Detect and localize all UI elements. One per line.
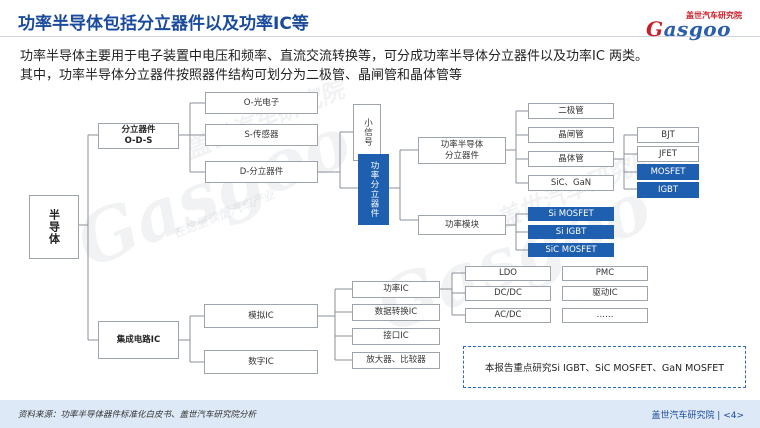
node-driver-ic: 驱动IC (562, 286, 648, 301)
node-ellipsis: …… (562, 308, 648, 323)
node-thyristor: 晶闸管 (528, 127, 614, 143)
node-integrated-circuit: 集成电路IC (98, 321, 179, 359)
node-amplifier-comparator: 放大器、比较器 (352, 352, 440, 369)
node-d-discrete: D-分立器件 (205, 161, 318, 183)
gasgoo-logo: 盖世汽车研究院 Gasgoo (640, 10, 748, 41)
intro-text: 功率半导体主要用于电子装置中电压和频率、直流交流转换等，可分成功率半导体分立器件… (20, 47, 750, 85)
node-power-ic: 功率IC (352, 281, 440, 298)
node-power-discrete: 功率分立器件 (358, 154, 389, 225)
node-semiconductor: 半导体 (29, 195, 79, 259)
logo-caption: 盖世汽车研究院 (686, 11, 742, 20)
intro-line-1: 功率半导体主要用于电子装置中电压和频率、直流交流转换等，可分成功率半导体分立器件… (20, 49, 649, 64)
footer-bar: 资料来源：功率半导体器件标准化白皮书、盖世汽车研究院分析 盖世汽车研究院 | <… (0, 400, 760, 428)
node-si-mosfet: Si MOSFET (528, 207, 614, 221)
node-ldo: LDO (465, 266, 551, 281)
node-pmc: PMC (562, 266, 648, 281)
node-sic-gan: SiC、GaN (528, 175, 614, 191)
node-power-module: 功率模块 (418, 215, 506, 235)
node-digital-ic: 数字IC (204, 350, 318, 374)
node-si-igbt: Si IGBT (528, 225, 614, 239)
node-transistor: 晶体管 (528, 151, 614, 167)
tree-connectors (79, 102, 637, 363)
page-title: 功率半导体包括分立器件以及功率IC等 (18, 14, 309, 34)
node-interface-ic: 接口IC (352, 328, 440, 345)
node-mosfet: MOSFET (637, 164, 699, 180)
node-optoelectronic: O-光电子 (205, 92, 318, 114)
page-number: 盖世汽车研究院 | <4> (651, 411, 744, 421)
intro-line-2: 其中，功率半导体分立器件按照器件结构可划分为二极管、晶闸管和晶体管等 (20, 68, 463, 83)
node-data-converter-ic: 数据转换IC (352, 304, 440, 321)
source-note: 资料来源：功率半导体器件标准化白皮书、盖世汽车研究院分析 (18, 410, 257, 420)
node-power-semi-discrete: 功率半导体 分立器件 (418, 137, 506, 164)
title-divider (0, 36, 760, 37)
node-analog-ic: 模拟IC (204, 304, 318, 328)
node-sensor: S-传感器 (205, 124, 318, 146)
node-small-signal: 小信号 (353, 104, 381, 161)
node-bjt: BJT (637, 127, 699, 143)
node-jfet: JFET (637, 146, 699, 162)
node-dcdc: DC/DC (465, 286, 551, 301)
node-discrete-devices: 分立器件 O-D-S (98, 123, 179, 149)
node-sic-mosfet: SiC MOSFET (528, 243, 614, 257)
logo-wordmark: Gasgoo (646, 17, 731, 41)
research-focus-note: 本报告重点研究Si IGBT、SiC MOSFET、GaN MOSFET (463, 346, 746, 388)
node-diode: 二极管 (528, 103, 614, 119)
node-igbt: IGBT (637, 182, 699, 198)
node-acdc: AC/DC (465, 308, 551, 323)
